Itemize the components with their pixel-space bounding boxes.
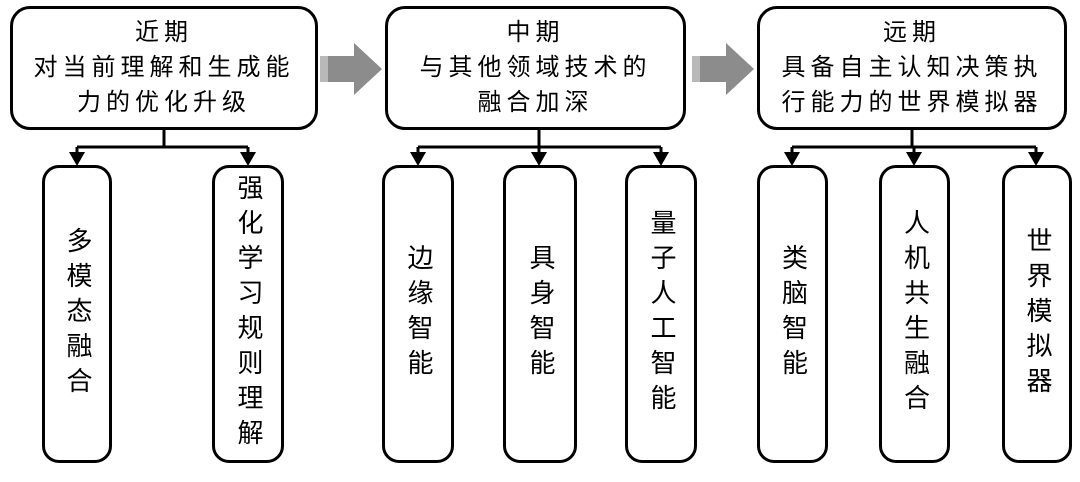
down-arrowhead-icon: [784, 152, 800, 166]
connector-group-mid-term: [416, 130, 663, 153]
leaf-brain-inspired-intelligence: 类脑智能: [757, 165, 828, 463]
stage-description-line: 与其他领域技术的: [419, 54, 652, 81]
down-arrowhead-icon: [531, 152, 547, 166]
stage-description-line: 融合加深: [477, 89, 594, 116]
leaf-quantum-ai: 量子人工智能: [625, 165, 697, 463]
connector-group-near-term: [75, 130, 250, 153]
down-arrowhead-icon: [906, 152, 922, 166]
stage-description-line: 行能力的世界模拟器: [781, 89, 1043, 116]
leaf-label: 世界模拟器: [1023, 226, 1052, 402]
leaf-label: 类脑智能: [778, 244, 808, 384]
stage-period-label: 近期: [135, 19, 193, 46]
stage-description-line: 具备自主认知决策执: [781, 54, 1043, 81]
leaf-label: 具身智能: [526, 244, 555, 384]
stage-description-line: 对当前理解和生成能: [33, 54, 295, 81]
down-arrowhead-icon: [240, 152, 256, 166]
leaf-multimodal-fusion: 多模态融合: [42, 165, 112, 463]
leaf-world-simulator: 世界模拟器: [1002, 165, 1072, 463]
stage-box-long-term: 远期 具备自主认知决策执 行能力的世界模拟器: [757, 6, 1067, 130]
leaf-label: 多模态融合: [63, 226, 92, 402]
leaf-label: 人机共生融合: [900, 209, 930, 419]
down-arrowhead-icon: [1028, 152, 1044, 166]
stage-period-label: 中期: [506, 19, 565, 46]
down-arrowhead-icon: [653, 152, 669, 166]
leaf-label: 量子人工智能: [647, 209, 676, 419]
leaf-label: 边缘智能: [404, 244, 433, 384]
connector-group-long-term: [790, 130, 1038, 153]
leaf-embodied-intelligence: 具身智能: [503, 165, 577, 463]
down-arrowhead-icon: [69, 152, 85, 166]
stage-right-arrow-icon: [320, 43, 382, 95]
stage-description-line: 力的优化升级: [77, 89, 251, 116]
leaf-human-machine-symbiosis: 人机共生融合: [879, 165, 950, 463]
leaf-reinforcement-learning-rule-understanding: 强化学习规则理解: [212, 165, 284, 463]
stage-period-label: 远期: [883, 19, 941, 46]
down-arrowhead-icon: [410, 152, 426, 166]
stage-box-near-term: 近期 对当前理解和生成能 力的优化升级: [10, 6, 318, 130]
stage-right-arrow-icon: [692, 43, 754, 95]
stage-box-mid-term: 中期 与其他领域技术的 融合加深: [385, 6, 686, 130]
leaf-label: 强化学习规则理解: [234, 174, 263, 454]
leaf-edge-intelligence: 边缘智能: [382, 165, 454, 463]
